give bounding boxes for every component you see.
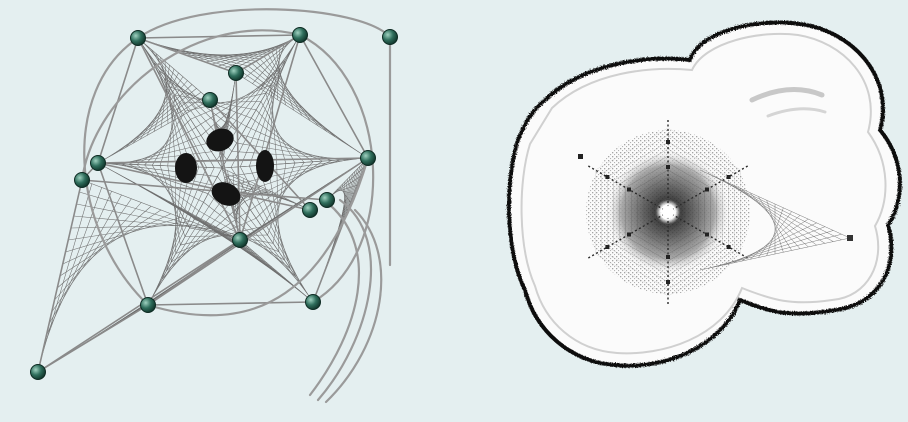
field-tick <box>727 175 731 179</box>
edge <box>148 240 240 305</box>
thread <box>60 210 161 276</box>
graph-node <box>131 31 146 46</box>
arc <box>300 35 373 302</box>
graph-nodes <box>31 28 398 380</box>
graph-node <box>229 66 244 81</box>
thread <box>63 214 171 264</box>
thread <box>68 221 190 240</box>
graph-node <box>306 295 321 310</box>
core-center <box>662 206 674 218</box>
thread <box>224 40 292 69</box>
graph-node <box>141 298 156 313</box>
field-tick <box>727 245 731 249</box>
thread <box>133 81 188 144</box>
thread <box>242 135 332 161</box>
field-tick <box>578 154 583 159</box>
field-tick <box>666 280 670 284</box>
thread <box>71 225 201 228</box>
field-plot-panel <box>509 23 900 366</box>
graph-node <box>320 193 335 208</box>
field-tick <box>705 233 709 237</box>
graph-node <box>203 93 218 108</box>
edge <box>300 35 368 158</box>
thread <box>105 96 206 159</box>
graph-node <box>361 151 376 166</box>
field-tick <box>605 245 609 249</box>
thread <box>244 68 352 147</box>
thread <box>246 126 322 161</box>
graph-node <box>233 233 248 248</box>
graph-node <box>383 30 398 45</box>
field-tick <box>627 188 631 192</box>
field-tick <box>705 188 709 192</box>
field-tick <box>666 165 670 169</box>
graph-node <box>303 203 318 218</box>
tail-point <box>847 235 853 241</box>
graph-node <box>75 173 90 188</box>
thread <box>112 92 201 155</box>
field-tick <box>666 140 670 144</box>
graph-node <box>293 28 308 43</box>
arc <box>138 9 390 38</box>
arc <box>318 200 371 400</box>
graph-node <box>31 365 46 380</box>
edge <box>38 180 82 372</box>
graph-node <box>91 156 106 171</box>
blob-right <box>256 150 274 182</box>
edge <box>38 240 240 372</box>
edge <box>148 302 313 305</box>
wire-graph-panel <box>31 9 398 402</box>
field-tick <box>605 175 609 179</box>
thread <box>240 240 313 302</box>
string-art-threads <box>38 35 368 372</box>
blob-left <box>175 153 197 183</box>
thread <box>236 73 368 158</box>
field-tick <box>627 233 631 237</box>
field-tick <box>666 255 670 259</box>
